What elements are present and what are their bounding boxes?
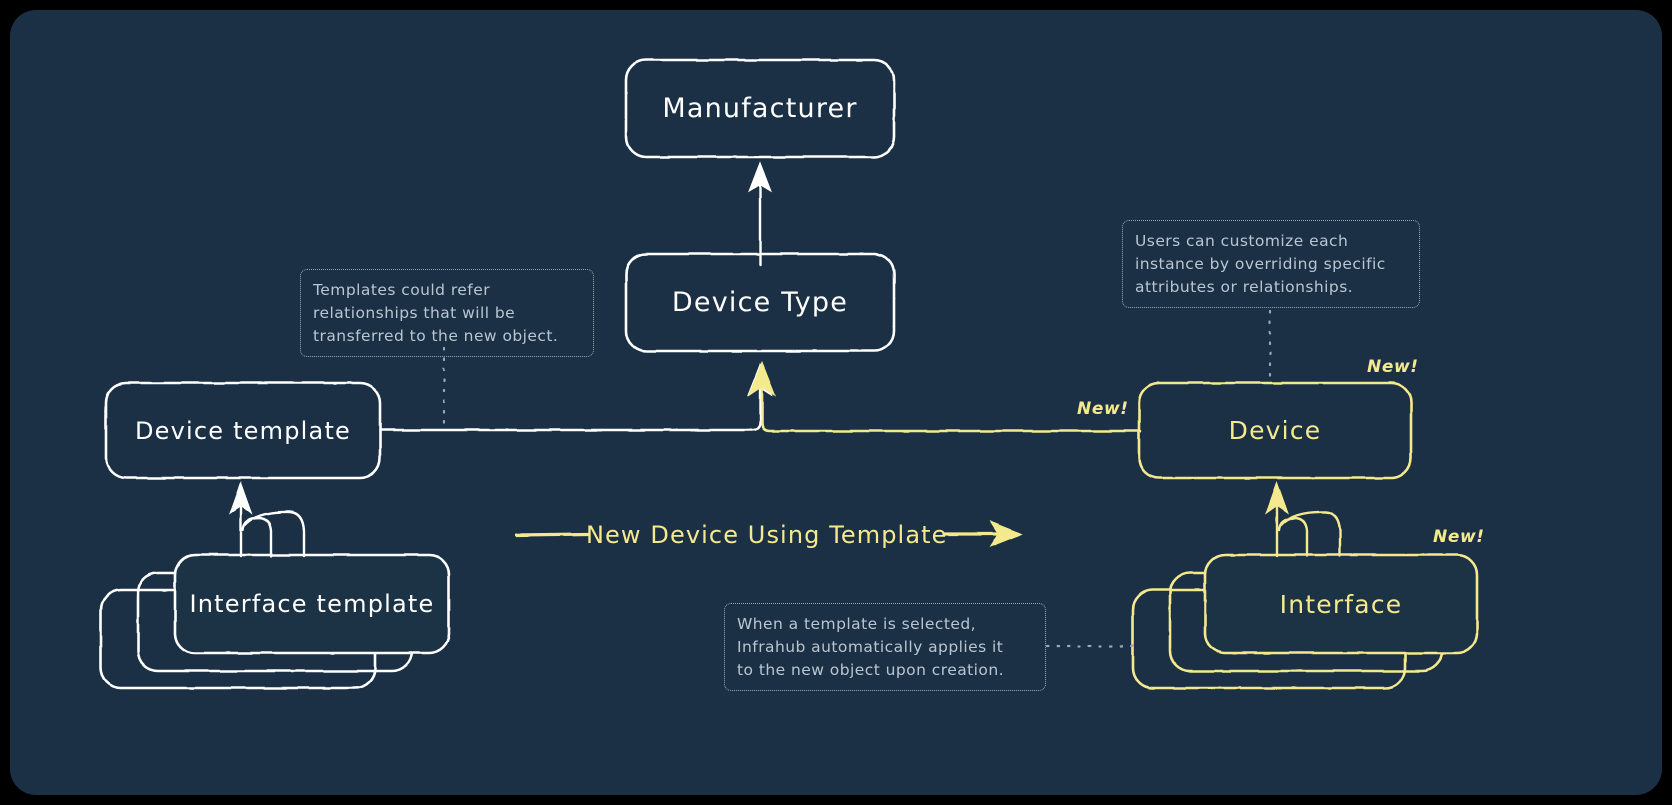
node-interface-template-shape[interactable] <box>173 553 451 655</box>
node-device-type-shape[interactable] <box>624 252 896 353</box>
edge-interfacetemplate-to-devicetemplate <box>229 481 306 558</box>
node-device-template-label: Device template <box>134 416 352 445</box>
node-manufacturer[interactable]: Manufacturer <box>626 60 894 157</box>
annotation-templates-refer-line-2: relationships that will be <box>313 304 516 322</box>
node-device-label: Device <box>1228 416 1322 445</box>
annotation-auto-apply-line-3: to the new object upon creation. <box>737 661 1005 679</box>
node-manufacturer-shape[interactable] <box>624 58 896 159</box>
annotation-users-customize: Users can customize each instance by ove… <box>1122 220 1420 308</box>
annotation-users-customize-line-3: attributes or relationships. <box>1135 278 1354 296</box>
node-device-template[interactable]: Device template <box>106 383 380 478</box>
node-device-shape[interactable] <box>1137 381 1413 480</box>
annotation-users-customize-line-2: instance by overriding specific <box>1135 255 1386 273</box>
annotation-auto-apply-line-2: Infrahub automatically applies it <box>737 638 1004 656</box>
edge-devicetype-to-manufacturer <box>748 161 772 267</box>
node-device[interactable]: Device <box>1139 383 1411 478</box>
edge-interface-to-device <box>1265 481 1342 558</box>
annotation-auto-apply: When a template is selected, Infrahub au… <box>724 603 1046 691</box>
edge-devicetype-to-device <box>747 361 1142 433</box>
node-device-type-label: Device Type <box>671 287 849 318</box>
node-interface[interactable]: Interface <box>1205 555 1477 653</box>
node-interface-label: Interface <box>1279 589 1403 619</box>
node-manufacturer-label: Manufacturer <box>662 93 858 124</box>
annotation-auto-apply-line-1: When a template is selected, <box>737 615 977 633</box>
node-interface-template[interactable]: Interface template <box>175 555 449 653</box>
edge-template-to-devicetype <box>378 363 774 432</box>
badge-device-edge-new: New! <box>1077 399 1129 419</box>
annotation-templates-refer-line-3: transferred to the new object. <box>313 327 559 345</box>
badge-interface-new: New! <box>1433 527 1485 547</box>
annotation-templates-refer-line-1: Templates could refer <box>313 281 491 299</box>
node-device-template-shape[interactable] <box>104 381 382 480</box>
badge-device-new: New! <box>1367 357 1419 377</box>
edge-label-new-device-using-template: New Device Using Template <box>586 521 948 549</box>
edge-new-device-using-template <box>514 520 1024 548</box>
node-device-type[interactable]: Device Type <box>626 254 894 351</box>
annotation-templates-refer: Templates could refer relationships that… <box>300 269 594 357</box>
annotation-users-customize-line-1: Users can customize each <box>1135 232 1349 250</box>
diagram-board <box>10 10 1662 795</box>
node-interface-template-label: Interface template <box>189 590 435 618</box>
